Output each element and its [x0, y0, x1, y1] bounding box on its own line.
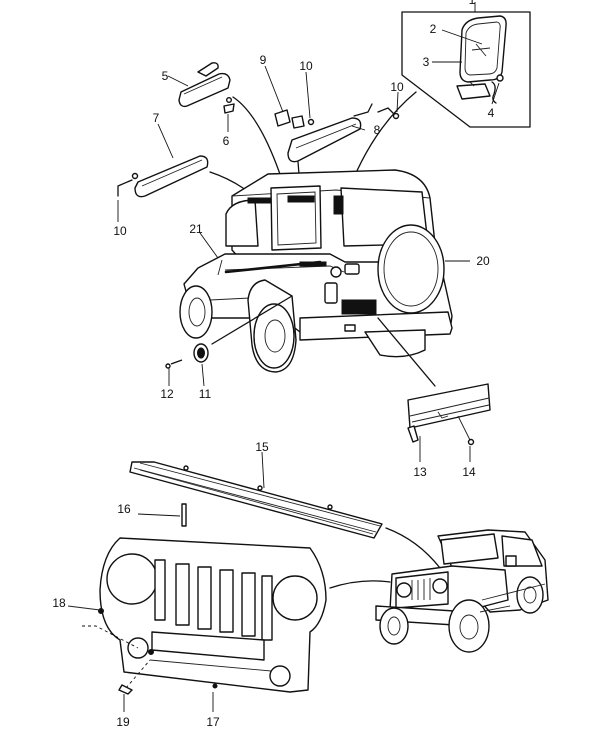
- mirror-inset: [401, 2, 531, 128]
- grille-panel: [67, 537, 391, 712]
- callout-20: 20: [476, 254, 490, 268]
- callout-13: 13: [413, 465, 427, 479]
- callout-9: 9: [260, 53, 267, 67]
- callout-11: 11: [199, 387, 212, 401]
- left-sun-visor: [117, 123, 244, 222]
- callout-12: 12: [160, 387, 174, 401]
- callout-21: 21: [189, 222, 203, 236]
- rear-molding: [407, 383, 491, 462]
- callout-16: 16: [117, 502, 131, 516]
- outside-mirror: [456, 15, 507, 104]
- callout-18: 18: [52, 596, 66, 610]
- callout-10-left: 10: [113, 224, 127, 238]
- callout-8: 8: [374, 123, 381, 137]
- callout-7: 7: [153, 111, 160, 125]
- callout-labels: 1 2 3 4 5 6 7 8 9 10 10 10 11 12 13 14 1…: [52, 0, 494, 729]
- callout-17: 17: [206, 715, 220, 729]
- callout-14: 14: [462, 465, 476, 479]
- right-sun-visor: [264, 65, 417, 201]
- speaker-part: [165, 343, 209, 387]
- callout-1: 1: [469, 0, 476, 7]
- callout-3: 3: [423, 55, 430, 69]
- callout-19: 19: [116, 715, 130, 729]
- callout-4: 4: [488, 106, 495, 120]
- interior-mirror: [167, 62, 283, 181]
- jeep-rear-view: [179, 169, 470, 387]
- callout-15: 15: [255, 440, 269, 454]
- jeep-front-view: [375, 529, 549, 653]
- callout-10-top: 10: [299, 59, 313, 73]
- callout-6: 6: [223, 134, 230, 148]
- callout-10-right: 10: [390, 80, 404, 94]
- header-bar: [129, 451, 441, 569]
- callout-5: 5: [162, 69, 169, 83]
- callout-2: 2: [430, 22, 437, 36]
